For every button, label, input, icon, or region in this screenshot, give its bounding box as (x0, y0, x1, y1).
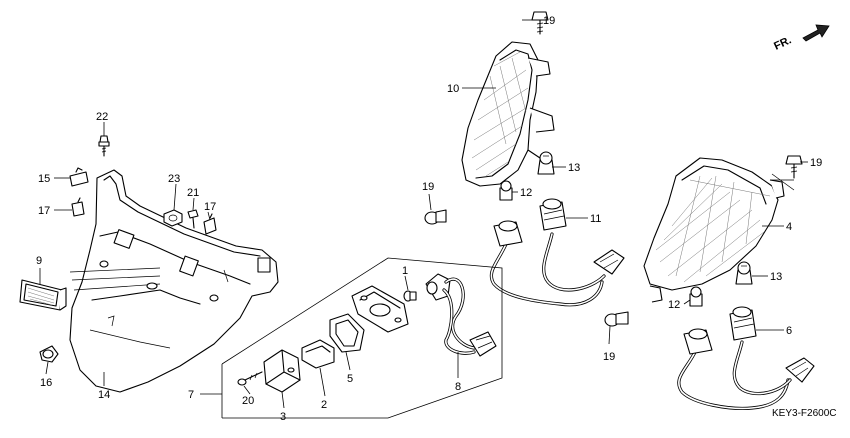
callout-13-lower: 13 (770, 271, 782, 283)
callout-10: 10 (447, 83, 459, 95)
nut-part-23 (163, 209, 183, 227)
callout-18-lower: 19 (603, 351, 615, 363)
bulb-part-1 (403, 290, 417, 302)
callout-17-right: 17 (204, 201, 216, 213)
lens-part-2 (301, 339, 335, 369)
grommet-part-16 (39, 345, 59, 363)
cover-part-3 (263, 349, 301, 393)
screw-part-21 (187, 209, 199, 229)
turn-signal-lens-part-4 (643, 157, 795, 303)
callout-19-upper: 19 (543, 15, 555, 27)
callout-2: 2 (321, 399, 327, 411)
screw-part-18-lower (604, 311, 629, 327)
seal-part-5 (329, 313, 365, 353)
callout-20: 20 (242, 395, 254, 407)
screw-part-20 (237, 371, 263, 386)
callout-17-left: 17 (38, 205, 50, 217)
callout-16: 16 (40, 377, 52, 389)
callout-5: 5 (347, 373, 353, 385)
callout-18-upper: 19 (422, 181, 434, 193)
bulb-part-13-upper (537, 151, 555, 175)
callout-13-upper: 13 (568, 162, 580, 174)
bulb-part-13-lower (735, 261, 753, 285)
socket-harness-part-6 (677, 306, 815, 410)
callout-11: 11 (590, 213, 601, 225)
diagram-code: KEY3-F2600C (772, 408, 836, 419)
clip-nut-part-17-right (203, 213, 217, 235)
screw-part-18-upper (424, 209, 447, 225)
clip-nut-part-17-left (71, 197, 85, 217)
bulb-part-12-lower (689, 286, 703, 307)
turn-signal-lens-part-10 (461, 41, 555, 187)
callout-22: 22 (96, 111, 108, 123)
rear-fender-part-14 (69, 169, 279, 393)
screw-part-19-upper (531, 11, 549, 35)
callout-7: 7 (188, 389, 194, 401)
callout-19-lower: 19 (810, 157, 822, 169)
callout-12-upper: 12 (520, 187, 532, 199)
callout-9: 9 (36, 255, 42, 267)
license-light-housing (351, 285, 409, 333)
callout-23: 23 (168, 173, 180, 185)
callout-6: 6 (786, 325, 792, 337)
callout-21: 21 (187, 187, 199, 199)
socket-harness-part-8 (425, 273, 497, 357)
bolt-part-22 (98, 135, 110, 157)
callout-8: 8 (455, 381, 461, 393)
callout-3: 3 (280, 411, 286, 423)
callout-15: 15 (38, 173, 50, 185)
direction-label: FR. (772, 34, 793, 52)
callout-14: 14 (98, 389, 110, 401)
clip-nut-part-15 (69, 167, 89, 187)
front-direction-arrow: FR. (772, 24, 830, 53)
license-light-assembly-box (221, 257, 503, 419)
callout-labels: 19 10 13 12 19 11 19 4 13 12 6 19 1 8 5 … (36, 15, 836, 423)
callout-4: 4 (786, 221, 792, 233)
screw-part-19-lower (785, 155, 803, 179)
leader-lines (39, 19, 808, 409)
socket-harness-part-11 (489, 198, 625, 307)
callout-1: 1 (402, 265, 408, 277)
callout-12-lower: 12 (668, 299, 680, 311)
bulb-part-12-upper (499, 180, 513, 201)
reflector-part-9 (19, 279, 67, 311)
